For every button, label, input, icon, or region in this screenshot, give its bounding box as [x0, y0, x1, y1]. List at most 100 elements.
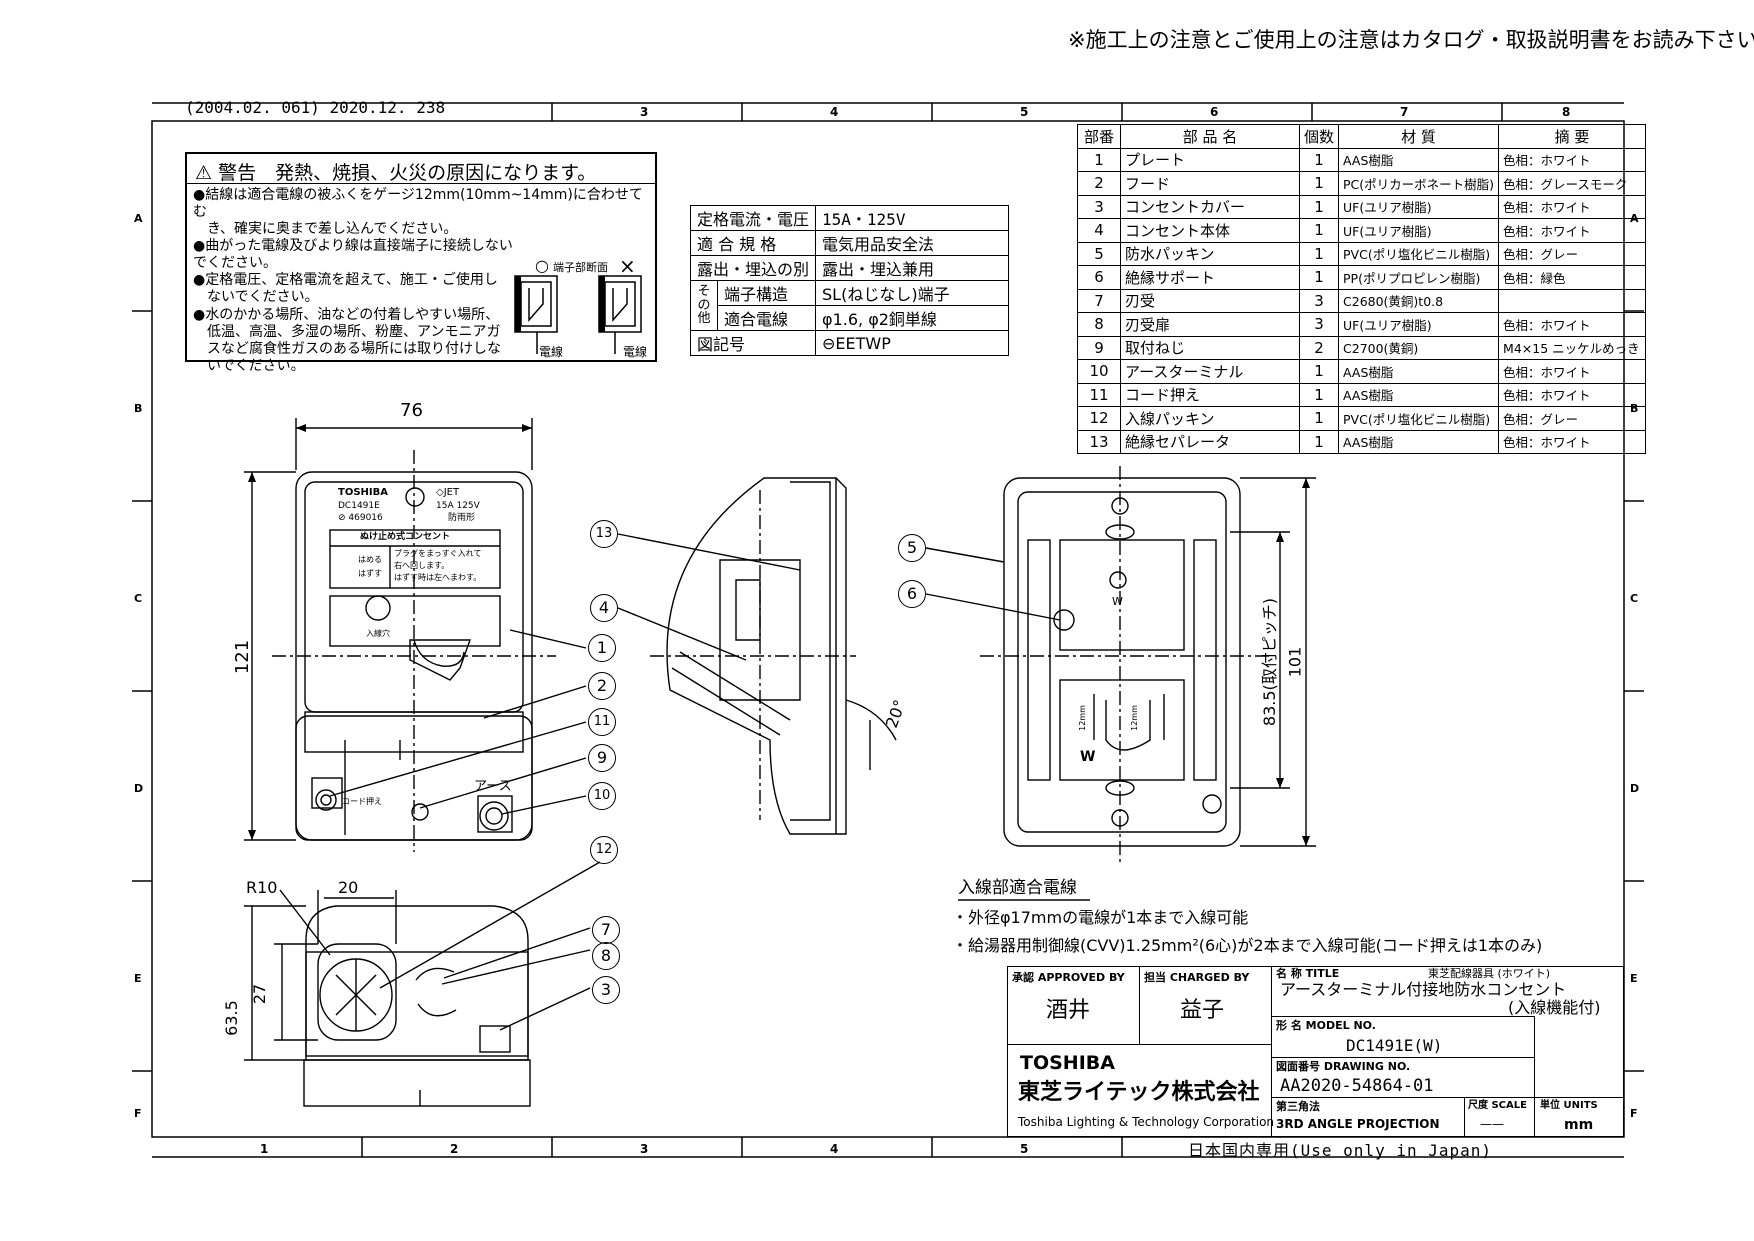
- parts-cell: AAS樹脂: [1338, 429, 1500, 454]
- grid-bottom-1: 1: [260, 1142, 269, 1156]
- title-label: 名 称 TITLE: [1276, 967, 1340, 980]
- spec-value: 露出・埋込兼用: [815, 255, 1010, 281]
- parts-cell: アースターミナル: [1120, 359, 1300, 384]
- scale-value: ——: [1480, 1117, 1504, 1131]
- callout-8: 8: [592, 942, 620, 970]
- grid-col-4: 4: [830, 105, 839, 119]
- wire-label-ng: 電線: [623, 345, 648, 359]
- grid-bottom-5: 5: [1020, 1142, 1029, 1156]
- parts-cell: UF(ユリア樹脂): [1338, 194, 1500, 219]
- callout-7: 7: [592, 916, 620, 944]
- device-brand-mark: TOSHIBA: [338, 487, 388, 498]
- parts-cell: 刃受: [1120, 288, 1300, 313]
- spec-row: 適 合 規 格 電気用品安全法: [689, 230, 1010, 256]
- w-mark-lower: W: [1080, 749, 1096, 765]
- model-label: 形 名 MODEL NO.: [1276, 1019, 1376, 1032]
- dim-101: 101: [1285, 646, 1305, 678]
- spec-symbol-text: EETWP: [835, 333, 891, 353]
- instruction-line-1: プラグをまっすぐ入れて: [394, 549, 482, 558]
- parts-cell: M4×15 ニッケルめっき: [1498, 335, 1647, 360]
- dim-pitch: 83.5(取付ピッチ): [1260, 597, 1280, 727]
- spec-value: ⊖EETWP: [815, 330, 1010, 356]
- warning-box: ⚠ 警告 発熱、焼損、火災の原因になります。 ●結線は適合電線の被ふくをゲージ1…: [185, 152, 657, 374]
- waterproof-mark: 防雨形: [448, 513, 476, 523]
- parts-cell: 防水パッキン: [1120, 241, 1300, 266]
- parts-cell: 色相：緑色: [1498, 265, 1647, 290]
- callout-3: 3: [592, 976, 620, 1004]
- parts-cell: AAS樹脂: [1338, 147, 1500, 172]
- parts-cell: 1: [1298, 359, 1340, 384]
- charged-cell: [1139, 966, 1272, 1045]
- parts-cell: 色相：ホワイト: [1498, 312, 1647, 337]
- parts-cell: AAS樹脂: [1338, 359, 1500, 384]
- spec-row: 適合電線 φ1.6, φ2銅単線: [691, 305, 1010, 331]
- spec-value: SL(ねじなし)端子: [815, 280, 1010, 306]
- dim-height: 121: [232, 639, 254, 675]
- product-title: アースターミナル付接地防水コンセント: [1280, 980, 1567, 999]
- grid-bottom-4: 4: [830, 1142, 839, 1156]
- warning-body: ●結線は適合電線の被ふくをゲージ12mm(10mm~14mm)に合わせてむ き、…: [187, 184, 643, 378]
- earth-label: アース: [474, 779, 512, 794]
- grid-col-3: 3: [640, 105, 649, 119]
- units-cell: [1534, 1097, 1624, 1137]
- warning-line: スなど腐食性ガスのある場所には取り付けしな: [193, 340, 501, 357]
- parts-header: 摘 要: [1498, 124, 1647, 149]
- warning-line: ●結線は適合電線の被ふくをゲージ12mm(10mm~14mm)に合わせてむ: [193, 187, 643, 221]
- parts-cell: 11: [1077, 382, 1121, 407]
- parts-header: 部番: [1077, 124, 1121, 149]
- parts-cell: 10: [1077, 359, 1121, 384]
- parts-cell: 12: [1077, 406, 1121, 431]
- callout-10: 10: [588, 782, 616, 810]
- ground-symbol-icon: ⊖: [822, 333, 836, 353]
- outlet-name-label: ぬけ止め式コンセント: [360, 532, 451, 542]
- approved-label: 承認 APPROVED BY: [1012, 971, 1125, 984]
- drawing-value: AA2020-54864-01: [1280, 1076, 1434, 1096]
- spec-key: 図記号: [689, 330, 817, 356]
- jet-mark: ◇JET: [436, 487, 460, 498]
- projection-value: 3RD ANGLE PROJECTION: [1276, 1117, 1440, 1131]
- spec-key: 露出・埋込の別: [689, 255, 817, 281]
- parts-cell: 3: [1298, 288, 1340, 313]
- callout-13: 13: [590, 520, 618, 548]
- spec-value: φ1.6, φ2銅単線: [815, 305, 1010, 331]
- spec-row: その他 端子構造 SL(ねじなし)端子: [690, 280, 1010, 331]
- grid-bottom-3: 3: [640, 1142, 649, 1156]
- parts-cell: 取付ねじ: [1120, 335, 1300, 360]
- grid-row-c-left: C: [134, 592, 143, 605]
- warning-line: ●定格電圧、定格電流を超えて、施工・ご使用し: [193, 272, 498, 289]
- grid-row-f-left: F: [134, 1107, 142, 1120]
- parts-cell: PVC(ポリ塩化ビニル樹脂): [1338, 241, 1500, 266]
- spec-group-label: その他: [690, 280, 718, 331]
- spec-row: 定格電流・電圧 15A・125V: [689, 205, 1010, 231]
- parts-cell: 1: [1298, 171, 1340, 196]
- instruction-line-3: はずす時は左へまわす。: [394, 573, 482, 582]
- parts-cell: 1: [1298, 429, 1340, 454]
- warning-line: き、確実に奥まで差し込んでください。: [193, 221, 458, 238]
- scale-label: 尺度 SCALE: [1468, 1100, 1527, 1111]
- wire-note-1: ・外径φ17mmの電線が1本まで入線可能: [952, 908, 1249, 927]
- callout-9: 9: [588, 744, 616, 772]
- parts-cell: 9: [1077, 335, 1121, 360]
- parts-cell: UF(ユリア樹脂): [1338, 312, 1500, 337]
- spec-row: 図記号 ⊖EETWP: [689, 330, 1010, 356]
- grid-row-a-left: A: [134, 212, 143, 225]
- spec-key: 適合電線: [716, 305, 817, 331]
- parts-header-row: 部番 部 品 名 個数 材 質 摘 要: [1077, 124, 1647, 149]
- grid-row-f-right: F: [1630, 1107, 1638, 1120]
- charged-name: 益子: [1180, 998, 1225, 1023]
- parts-cell: [1498, 288, 1647, 313]
- catalog-notice: ※施工上の注意とご使用上の注意はカタログ・取扱説明書をお読み下さい。: [1068, 28, 1754, 52]
- warning-line: ●水のかかる場所、油などの付着しやすい場所、: [193, 306, 500, 323]
- warning-line: 低温、高温、多湿の場所、粉塵、アンモニアガ: [193, 323, 501, 340]
- inlet-label: 入線穴: [366, 629, 390, 638]
- insert-label: はめる: [358, 555, 382, 564]
- grid-bottom-2: 2: [450, 1142, 459, 1156]
- parts-cell: 色相：ホワイト: [1498, 382, 1647, 407]
- callout-6: 6: [898, 580, 926, 608]
- cord-clamp-label: コード押え: [342, 797, 382, 806]
- spec-key: 定格電流・電圧: [689, 205, 817, 231]
